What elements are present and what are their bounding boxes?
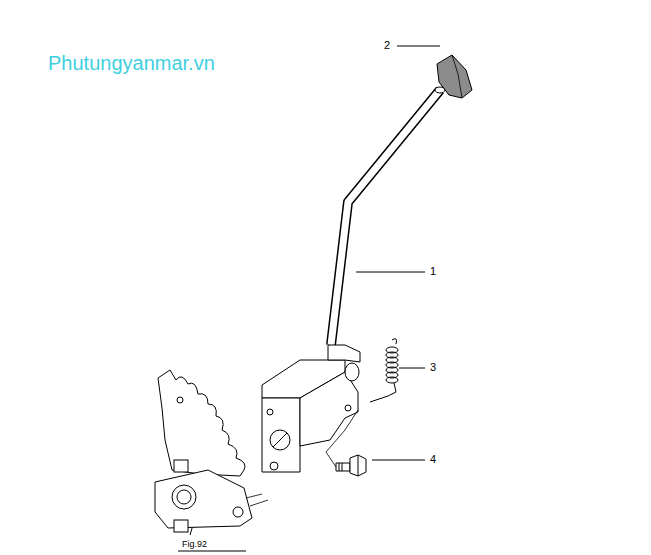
lever-rod — [331, 90, 440, 345]
bolt-head-edge — [358, 455, 359, 476]
underline — [178, 551, 246, 552]
assembly-line — [326, 410, 358, 467]
spring-hook — [392, 339, 397, 344]
bolt-thread — [339, 463, 340, 471]
bracket-side — [300, 372, 358, 446]
assembly-line — [250, 500, 268, 506]
callout-number: 1 — [430, 266, 436, 277]
pivot-boss — [328, 345, 360, 362]
lever-rod-outline — [331, 90, 440, 345]
leader-line — [397, 46, 440, 47]
hole — [267, 409, 273, 415]
assembly-line — [370, 396, 388, 402]
knob-edge — [452, 55, 462, 98]
leader-line — [372, 460, 425, 461]
spring-coil — [386, 377, 398, 383]
hole — [233, 507, 243, 517]
hole — [345, 405, 351, 411]
hole-slot — [273, 433, 287, 447]
bushing-bore — [177, 490, 191, 504]
pivot-hole — [270, 430, 290, 450]
callout-number: 3 — [430, 362, 436, 373]
spring-hook — [388, 383, 396, 396]
bolt-thread — [342, 463, 343, 471]
nut — [174, 460, 188, 472]
bolt — [336, 455, 366, 476]
bolt-head — [350, 455, 366, 476]
bracket-plate — [262, 398, 300, 472]
detent-plate — [158, 370, 245, 476]
base-plate — [155, 470, 252, 528]
watermark: Phutungyanmar.vn — [48, 53, 215, 73]
leader-line — [399, 368, 425, 369]
pivot-tube — [345, 363, 359, 381]
spring — [370, 339, 398, 402]
figure-reference: Fig.92 — [182, 540, 207, 549]
bushing — [172, 485, 196, 509]
lever-knob — [437, 55, 472, 98]
assembly-line — [246, 494, 262, 498]
callout-number: 4 — [430, 454, 436, 465]
leader-line — [356, 272, 425, 273]
callout-number: 2 — [384, 40, 390, 51]
bolt-shank — [336, 463, 350, 471]
nut — [174, 520, 188, 532]
hole — [177, 397, 183, 403]
hole — [270, 462, 278, 470]
